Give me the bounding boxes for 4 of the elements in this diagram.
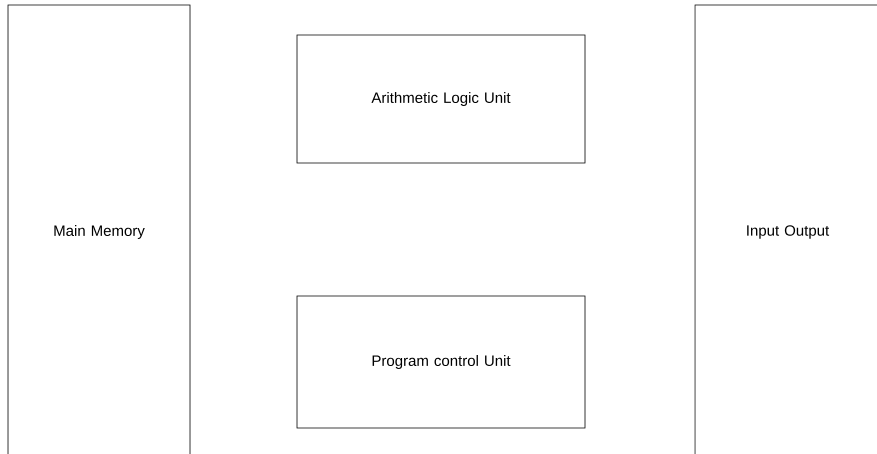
block-box: Input Output bbox=[694, 4, 877, 454]
block-box: Main Memory bbox=[8, 4, 190, 454]
block-box: Arithmetic Logic Unit bbox=[296, 34, 586, 164]
block-box: Program control Unit bbox=[296, 296, 586, 428]
